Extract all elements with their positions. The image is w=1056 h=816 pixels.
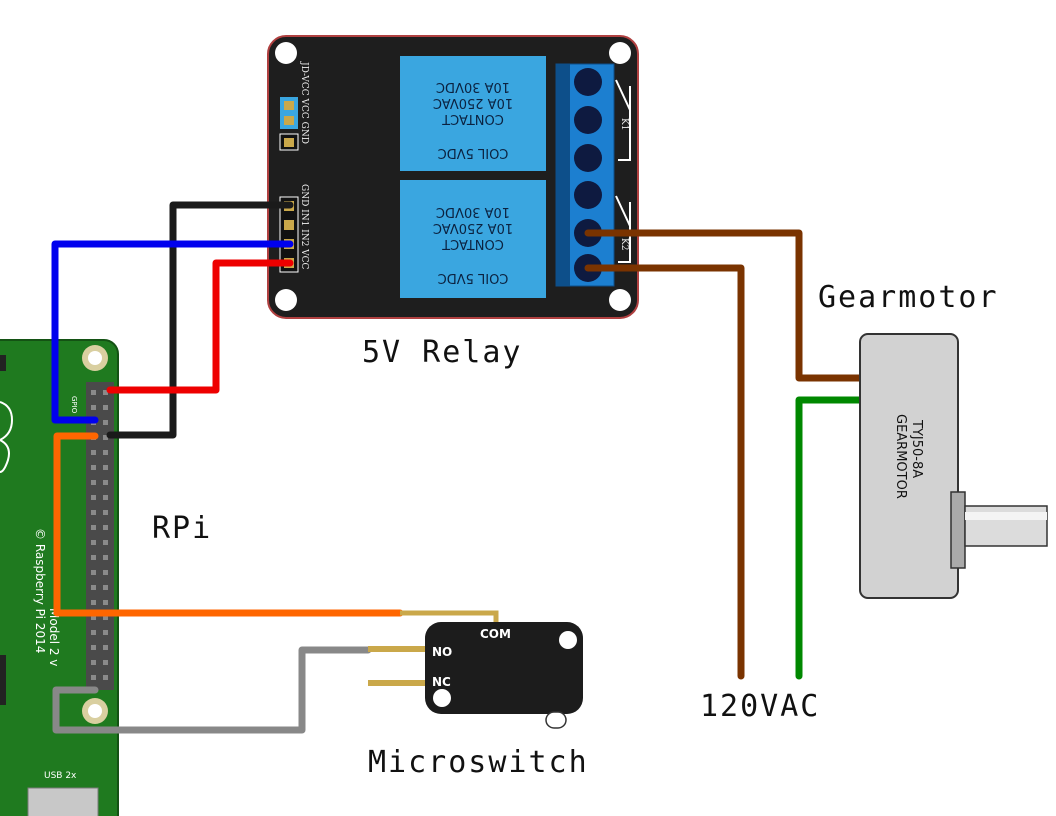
terminal-screw [574,144,602,172]
motor-shaft-collar [950,491,966,569]
wire-brown-2 [584,264,745,680]
gpio-pin [91,495,96,500]
no-lead [368,646,428,652]
wire-orange [53,432,404,617]
gpio-pin [103,495,108,500]
gpio-pin [103,525,108,530]
relay-2-rating-dc: 10A 30VDC [436,204,510,219]
gpio-label: GPIO [70,396,78,414]
gpio-pin [91,645,96,650]
relay-channel-1: COIL 5VDC CONTACT 10A 250VAC 10A 30VDC [400,56,546,171]
relay-k1-symbol [615,79,631,161]
input-pin-labels: GND IN1 IN2 VCC [299,184,309,270]
gpio-pin [103,420,108,425]
relay-2-contact-label: CONTACT [442,236,504,251]
label-gearmotor: Gearmotor [818,280,999,315]
gpio-pin [103,450,108,455]
label-rpi: RPi [152,511,212,546]
relay-2-coil-label: COIL 5VDC [438,270,509,285]
gpio-pin [103,570,108,575]
screw-terminal-block [555,63,615,287]
gpio-pin [91,555,96,560]
relay-1-coil-label: COIL 5VDC [438,145,509,160]
motor-type-label: GEARMOTOR [893,414,908,499]
wire-black [106,201,294,439]
gpio-pin [91,570,96,575]
relay-2-rating-ac: 10A 250VAC [433,220,513,235]
microswitch: COM NO NC [368,610,583,729]
relay-k1-label: K1 [619,118,629,130]
relay-1-rating-ac: 10A 250VAC [433,95,513,110]
jumper-pin-labels: JD-VCC VCC GND [299,61,309,144]
terminal-screw [574,181,602,209]
switch-nc-label: NC [432,675,451,689]
relay-mount-hole [609,42,631,64]
gpio-pin [103,645,108,650]
relay-channel-2: COIL 5VDC CONTACT 10A 250VAC 10A 30VDC [400,180,546,298]
gpio-pin [103,615,108,620]
gpio-pin [91,390,96,395]
wire-blue [51,240,294,424]
gpio-pin [103,660,108,665]
wire-green [795,396,866,680]
gpio-pin [103,480,108,485]
gpio-pin [91,525,96,530]
gpio-pin [91,660,96,665]
wire-red [106,259,294,394]
gpio-pin [91,465,96,470]
gpio-pin [91,630,96,635]
relay-1-contact-label: CONTACT [442,111,504,126]
rpi-copyright: © Raspberry Pi 2014 [33,528,47,653]
rpi-model: Model 2 v [47,608,61,666]
rpi-usb-label: USB 2x [44,771,77,781]
label-microswitch: Microswitch [368,745,589,780]
gpio-pin [91,405,96,410]
wires [51,201,866,734]
relay-mount-hole [275,42,297,64]
gpio-pin [103,435,108,440]
switch-com-label: COM [480,627,511,641]
label-mains: 120VAC [700,689,820,724]
gpio-pin [91,600,96,605]
wire-gray [52,646,372,734]
relay-k2-symbol [615,195,631,263]
terminal-screw [574,68,602,96]
gpio-pin [103,585,108,590]
gpio-pin [91,450,96,455]
switch-hole [559,631,577,649]
relay-mount-hole [609,289,631,311]
switch-no-label: NO [432,645,452,659]
gpio-pin [103,600,108,605]
gpio-pin [103,555,108,560]
gpio-pin [91,615,96,620]
switch-actuator [545,711,567,729]
terminal-screw [574,106,602,134]
relay-1-rating-dc: 10A 30VDC [436,79,510,94]
usb-port [27,787,99,816]
gpio-pin [103,405,108,410]
gpio-pin [103,630,108,635]
switch-hole [433,689,451,707]
gearmotor: TYJ50-8A GEARMOTOR [859,333,1048,599]
gpio-pin [103,675,108,680]
gpio-pin [103,510,108,515]
gpio-pin [103,540,108,545]
relay-k2-label: K2 [619,238,629,250]
gpio-pin [91,585,96,590]
gpio-pin [91,480,96,485]
gpio-pin [91,510,96,515]
raspberry-logo-icon [0,401,14,473]
wire-brown-1 [584,229,866,382]
nc-lead [368,680,428,686]
gpio-pin [91,540,96,545]
motor-model-label: TYJ50-8A [909,419,924,478]
relay-board: COIL 5VDC CONTACT 10A 250VAC 10A 30VDC C… [267,35,639,319]
gpio-pin [103,465,108,470]
gpio-header [86,382,114,690]
relay-mount-hole [275,289,297,311]
gpio-pin [91,675,96,680]
label-relay: 5V Relay [362,335,523,370]
gpio-pin [103,390,108,395]
